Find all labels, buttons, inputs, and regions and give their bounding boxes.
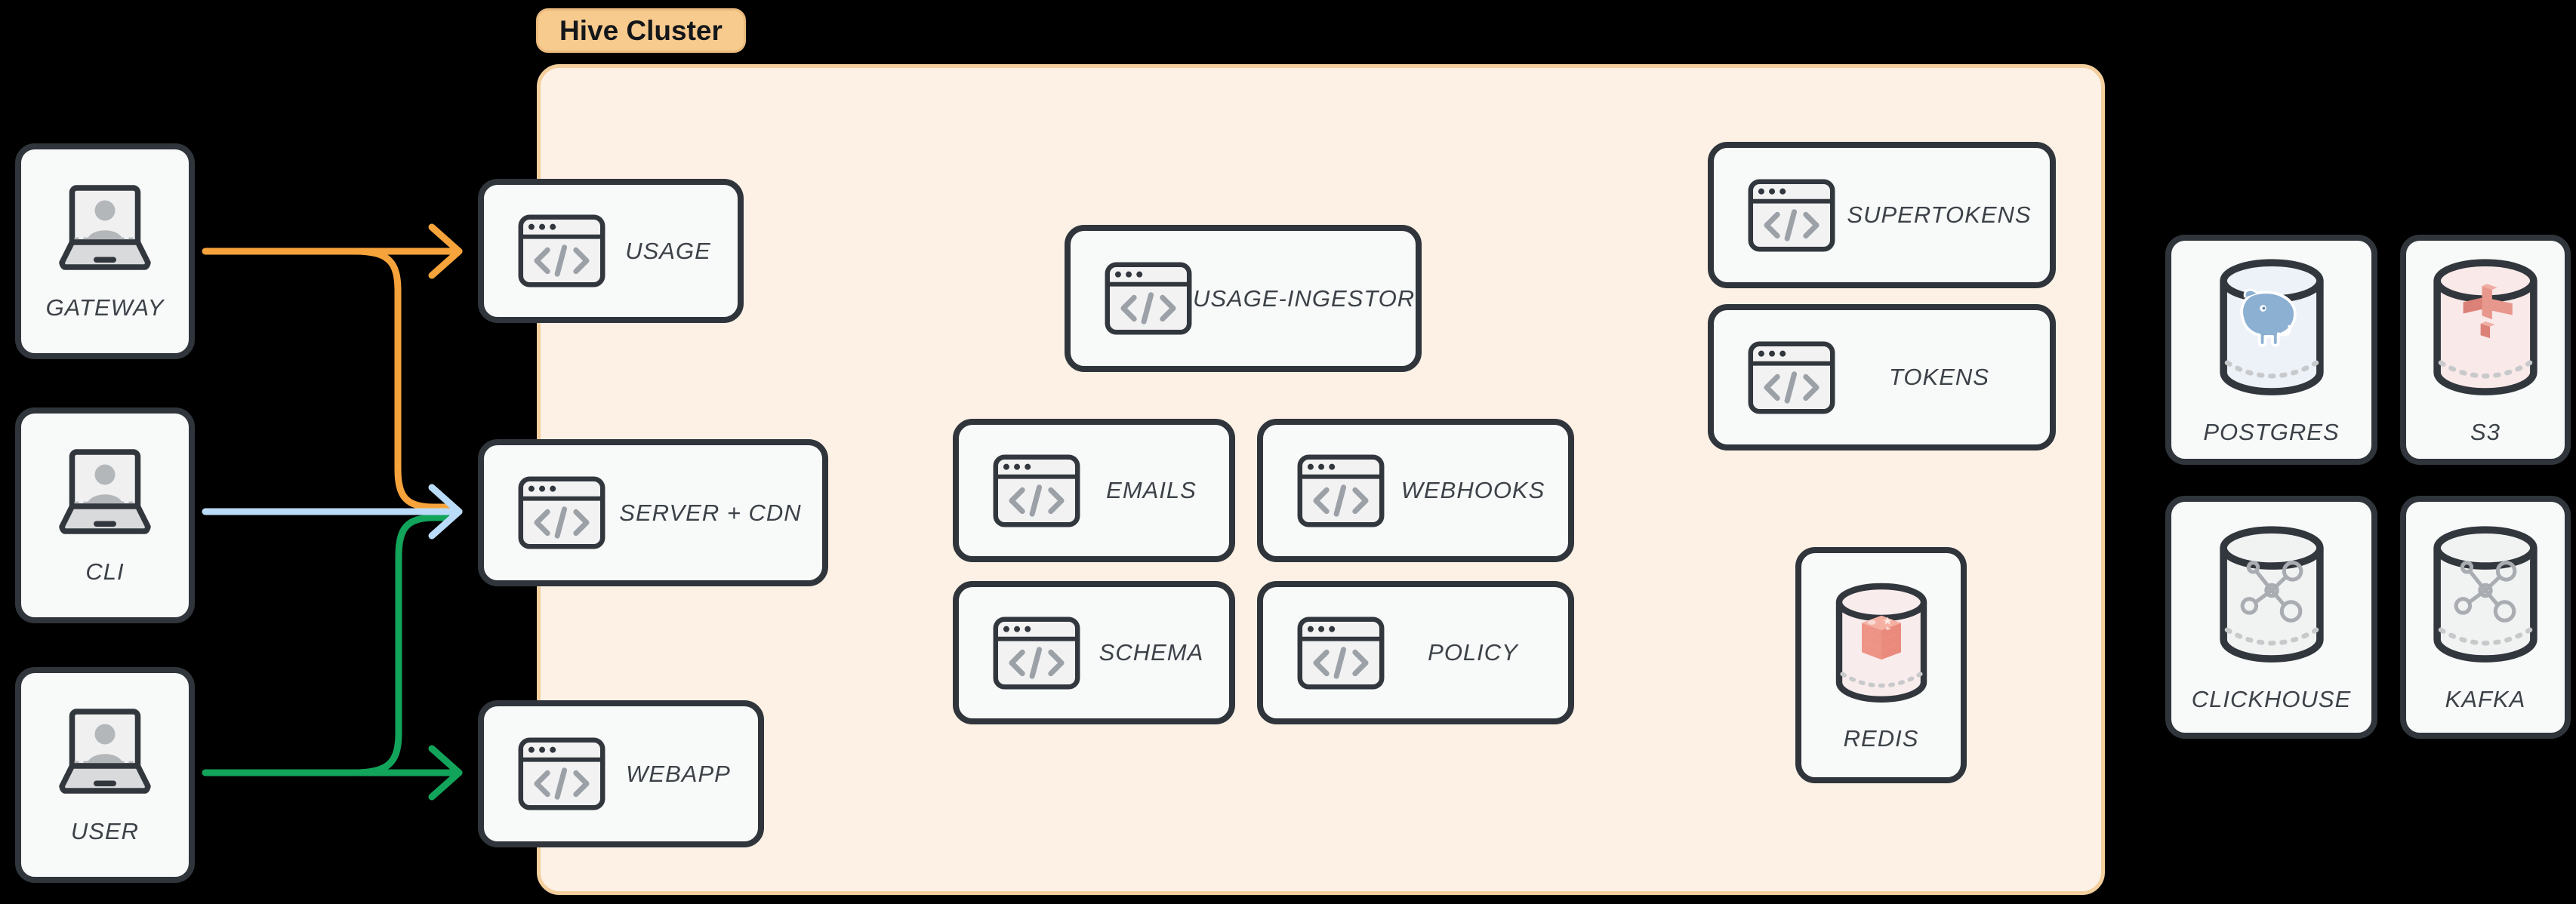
code-browser-icon: [1296, 454, 1385, 528]
laptop-user-icon: [48, 445, 162, 540]
client-label: USER: [70, 818, 140, 844]
edge-user-webapp-arrowhead: [428, 745, 463, 801]
service-node-usage: USAGE: [478, 179, 744, 323]
service-node-emails: EMAILS: [953, 419, 1235, 562]
code-browser-icon: [517, 214, 606, 288]
service-node-server-cdn: SERVER + CDN: [478, 439, 828, 586]
service-label: USAGE-INGESTOR: [1193, 284, 1416, 312]
service-node-webapp: WEBAPP: [478, 700, 764, 847]
client-label: GATEWAY: [45, 294, 165, 321]
datastore-node-s3: S3: [2400, 235, 2571, 465]
service-node-tokens: TOKENS: [1708, 304, 2056, 450]
service-label: EMAILS: [1106, 477, 1197, 503]
service-node-supertokens: SUPERTOKENS: [1708, 142, 2056, 288]
code-browser-icon: [517, 475, 606, 550]
datastore-label: CLICKHOUSE: [2191, 686, 2352, 712]
code-browser-icon: [992, 454, 1081, 528]
service-label: SERVER + CDN: [619, 499, 802, 526]
service-node-usage-ingestor: USAGE-INGESTOR: [1065, 225, 1422, 372]
datastore-node-clickhouse: CLICKHOUSE: [2165, 496, 2377, 739]
kafka-database-icon: [2425, 521, 2546, 671]
service-node-redis: REDIS: [1795, 547, 1967, 783]
service-label: USAGE: [625, 237, 711, 264]
edge-gateway-usage-arrowhead: [428, 223, 463, 279]
service-label: TOKENS: [1889, 364, 1989, 390]
datastore-label: S3: [2470, 418, 2501, 445]
edges-gateway: [202, 223, 463, 511]
datastore-label: KAFKA: [2445, 686, 2526, 712]
client-node-cli: CLI: [15, 407, 195, 623]
client-label: CLI: [85, 558, 125, 585]
postgres-database-icon: [2211, 254, 2332, 404]
service-node-policy: POLICY: [1257, 581, 1574, 724]
service-label: SUPERTOKENS: [1847, 201, 2032, 228]
laptop-user-icon: [48, 181, 162, 276]
code-browser-icon: [1104, 261, 1193, 336]
datastore-label: POSTGRES: [2203, 418, 2340, 445]
s3-database-icon: [2425, 254, 2546, 404]
edges-user: [202, 514, 463, 801]
cluster-badge-label: Hive Cluster: [559, 14, 723, 46]
service-label: WEBHOOKS: [1400, 477, 1545, 503]
redis-database-icon: [1829, 579, 1934, 710]
datastore-node-kafka: KAFKA: [2400, 496, 2571, 739]
laptop-user-icon: [48, 705, 162, 800]
code-browser-icon: [1747, 340, 1836, 415]
service-label: WEBAPP: [626, 760, 731, 787]
service-node-schema: SCHEMA: [953, 581, 1235, 724]
service-label: POLICY: [1428, 639, 1518, 666]
edges-cli: [202, 484, 463, 540]
code-browser-icon: [1296, 616, 1385, 690]
code-browser-icon: [517, 736, 606, 811]
client-node-gateway: GATEWAY: [15, 143, 195, 359]
clickhouse-database-icon: [2211, 521, 2332, 671]
edge-user-servercdn: [351, 514, 454, 776]
code-browser-icon: [992, 616, 1081, 690]
client-node-user: USER: [15, 667, 195, 883]
service-label: SCHEMA: [1098, 639, 1204, 666]
datastore-node-postgres: POSTGRES: [2165, 235, 2377, 465]
edge-gateway-servercdn: [351, 248, 454, 511]
code-browser-icon: [1747, 178, 1836, 253]
edge-cli-servercdn-arrowhead: [428, 484, 463, 540]
service-label: REDIS: [1843, 724, 1919, 752]
service-node-webhooks: WEBHOOKS: [1257, 419, 1574, 562]
cluster-badge: Hive Cluster: [536, 8, 746, 53]
